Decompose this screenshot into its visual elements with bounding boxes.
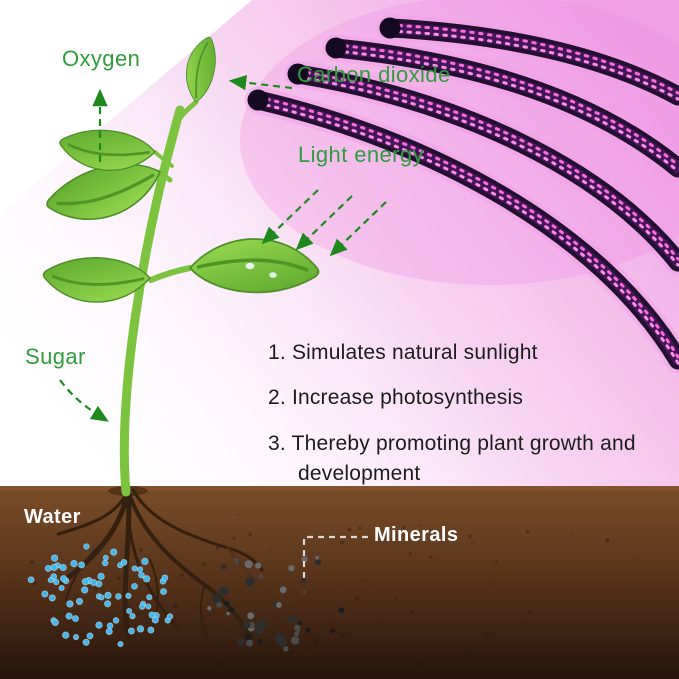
- benefit-item: 3. Thereby promoting plant growth and de…: [268, 431, 636, 486]
- arrows: [59, 75, 387, 580]
- grow-light-tube: [326, 38, 679, 172]
- light-energy-arrow: [295, 195, 353, 251]
- water-label: Water: [24, 506, 81, 528]
- oxygen-label: Oxygen: [62, 46, 141, 71]
- grow-light-tube: [380, 18, 679, 100]
- sugar-arrow: [59, 379, 109, 422]
- benefit-item: 1. Simulates natural sunlight: [268, 341, 538, 364]
- light-energy-arrow: [261, 189, 319, 245]
- light-energy-label: Light energy: [298, 142, 424, 167]
- carbon-dioxide-label: Carbon dioxide: [297, 62, 451, 87]
- minerals-label: Minerals: [374, 524, 459, 546]
- grow-light-tube: [248, 90, 679, 364]
- plant: [39, 32, 324, 497]
- grow-light-tube: [288, 64, 679, 266]
- grow-lights: [248, 18, 679, 364]
- leaf-water-droplets: [245, 262, 277, 278]
- benefits-list: 1. Simulates natural sunlight 2. Increas…: [268, 338, 656, 505]
- carbon-dioxide-arrow: [228, 75, 293, 91]
- plant-stem: [119, 105, 185, 497]
- benefit-item: 2. Increase photosynthesis: [268, 386, 524, 410]
- roots: [56, 486, 289, 646]
- soil: [0, 486, 679, 679]
- water-dots: [27, 543, 174, 648]
- minerals-connector: [302, 535, 368, 580]
- sugar-label: Sugar: [25, 344, 86, 369]
- mineral-dots: [207, 555, 345, 652]
- light-energy-arrow: [329, 201, 387, 257]
